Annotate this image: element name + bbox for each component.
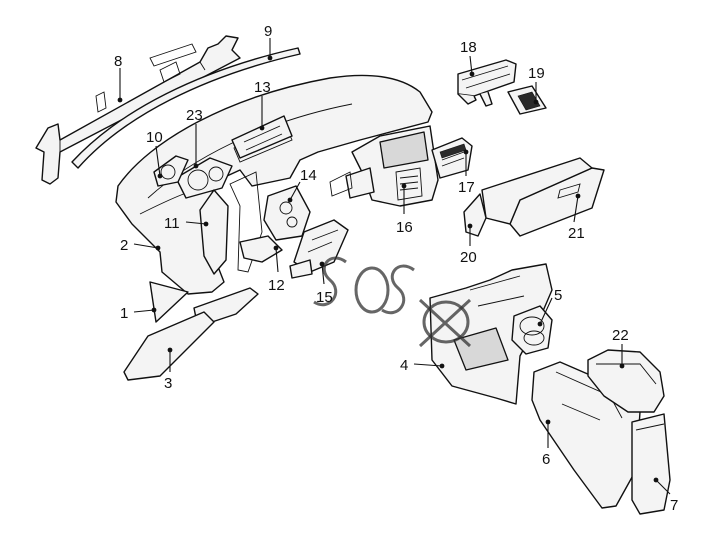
leader-12 [275,247,279,273]
part-23-instrument-cluster [175,157,233,199]
part-7-console-end-cap [631,413,671,515]
callout-16: 16 [396,219,413,236]
part-16-center-stack [329,125,439,207]
callout-5: 5 [554,287,562,304]
part-3-lower-trim [123,287,259,381]
callout-6: 6 [542,451,550,468]
leader-10 [155,145,161,177]
callout-23: 23 [186,107,203,124]
part-19-bracket [507,85,547,115]
callout-18: 18 [460,39,477,56]
leader-1 [133,309,155,313]
callout-20: 20 [460,249,477,266]
leader-15 [321,263,325,285]
leader-5 [539,297,553,325]
callout-21: 21 [568,225,585,242]
leader-21 [573,195,579,223]
leader-14 [289,181,301,201]
part-21-glovebox [481,157,605,237]
callout-10: 10 [146,129,163,146]
leader-18 [469,55,473,75]
callout-17: 17 [458,179,475,196]
leader-7 [655,479,671,495]
part-5-cupholder [511,305,553,355]
callout-12: 12 [268,277,285,294]
part-13-cluster-cover [231,115,293,159]
part-1-side-panel [149,281,189,323]
watermark [313,256,472,348]
callout-13: 13 [254,79,271,96]
part-10-left-vent [153,155,189,187]
part-18-airbag-module [457,59,517,107]
leader-11 [185,221,207,225]
part-11-column-frame [199,171,263,275]
part-22-armrest-lid [587,349,665,413]
part-9-trim-strip [71,47,301,169]
callout-19: 19 [528,65,545,82]
part-20-glovebox-frame [463,193,487,237]
callout-3: 3 [164,375,172,392]
callout-7: 7 [670,497,678,514]
callout-1: 1 [120,305,128,322]
callout-9: 9 [264,23,272,40]
leader-4 [413,363,443,367]
callout-labels: 1 2 3 4 5 6 7 8 9 10 11 12 13 14 15 16 1… [114,23,678,514]
callout-15: 15 [316,289,333,306]
leader-lines [117,38,671,495]
part-14-switch-assembly [239,185,311,263]
callout-14: 14 [300,167,317,184]
callout-11: 11 [164,215,180,232]
callout-4: 4 [400,357,408,374]
callout-2: 2 [120,237,128,254]
callout-8: 8 [114,53,122,70]
part-4-console-base [429,263,553,405]
leader-2 [133,243,159,249]
callout-22: 22 [612,327,629,344]
